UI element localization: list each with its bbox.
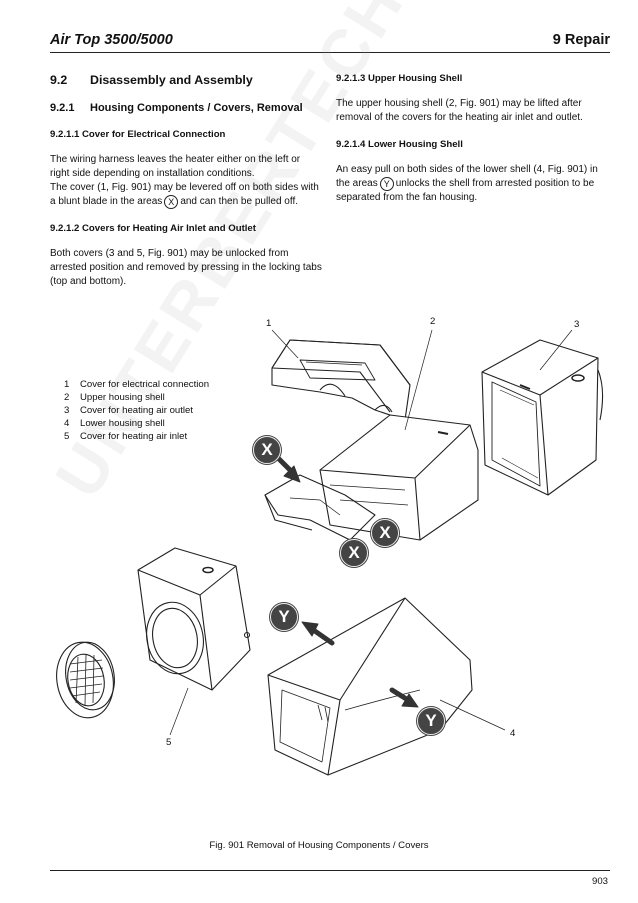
paragraph-air-covers: Both covers (3 and 5, Fig. 901) may be u… [50,248,322,287]
part-inlet-grille [56,641,115,719]
callout-5: 5 [166,737,172,748]
part-1-electrical-cover [271,339,411,421]
marker-x-2: X [371,519,399,547]
heading-9-2-1-1: 9.2.1.1 Cover for Electrical Connection [50,129,226,140]
leader-lines [169,329,573,736]
callout-1: 1 [266,318,272,329]
paragraph-upper-shell: The upper housing shell (2, Fig. 901) ma… [336,98,583,123]
part-4-lower-shell [267,597,473,776]
paragraph-electrical-connection: The wiring harness leaves the heater eit… [50,154,319,209]
figure-caption: Fig. 901 Removal of Housing Components /… [209,840,429,851]
part-3-outlet-cover [481,339,604,496]
right-column: 9.2.1.3 Upper Housing Shell The upper ho… [336,72,608,218]
footer-rule [50,870,610,871]
direction-arrows [275,455,419,708]
part-2-upper-shell [319,414,479,541]
marker-y-1: Y [270,603,298,631]
marker-x-inline: X [164,195,179,209]
callout-3: 3 [574,319,580,330]
paragraph-lower-shell: An easy pull on both sides of the lower … [336,164,598,203]
heading-9-2-1-4: 9.2.1.4 Lower Housing Shell [336,139,463,150]
chapter-title: 9 Repair [552,32,610,48]
marker-x-1: X [253,436,281,464]
marker-x-3: X [340,539,368,567]
callout-2: 2 [430,316,436,327]
marker-y-2: Y [417,707,445,735]
heading-9-2-1-3: 9.2.1.3 Upper Housing Shell [336,73,463,84]
page-header: Air Top 3500/5000 9 Repair [50,30,610,53]
heading-9-2-1-2: 9.2.1.2 Covers for Heating Air Inlet and… [50,223,256,234]
document-title: Air Top 3500/5000 [50,32,173,48]
part-5-inlet-cover [137,547,251,691]
page-number: 903 [591,876,608,887]
callout-4: 4 [510,728,516,739]
part-base-frame [264,474,376,541]
